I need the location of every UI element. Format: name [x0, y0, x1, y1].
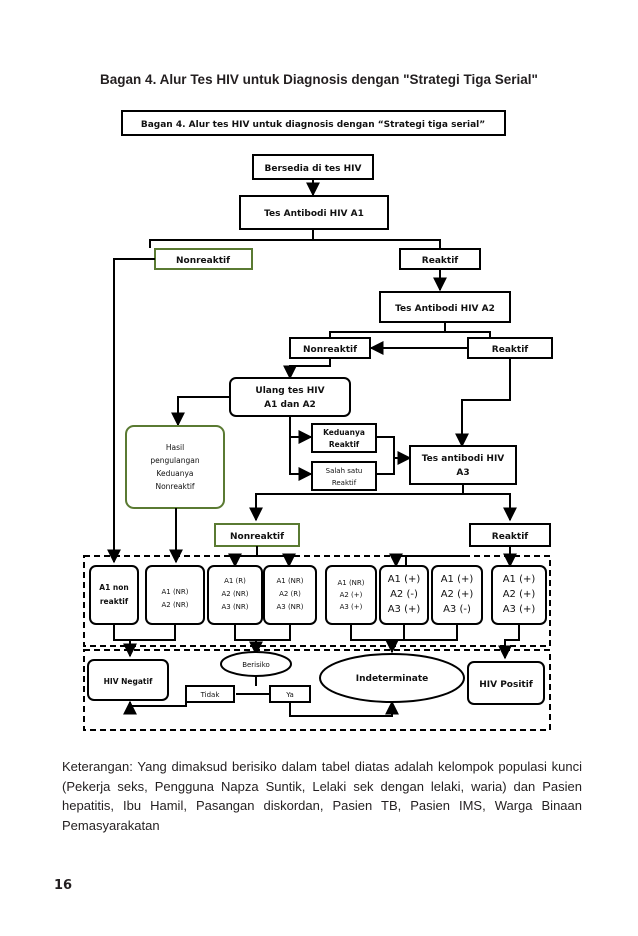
chart-banner: Bagan 4. Alur tes HIV untuk diagnosis de…: [121, 110, 506, 136]
node-a2: Tes Antibodi HIV A2: [379, 291, 511, 323]
result-box: A1 (NR) A2 (NR): [145, 565, 205, 625]
node-hasil-pengulangan: Hasil pengulangan Keduanya Nonreaktif: [125, 425, 225, 509]
result-box: A1 (NR) A2 (R) A3 (NR): [263, 565, 317, 625]
svg-text:A1 (R): A1 (R): [224, 577, 246, 585]
outcome-hiv-negatif: HIV Negatif: [87, 659, 169, 701]
node-reaktif-3: Reaktif: [469, 523, 551, 547]
svg-text:reaktif: reaktif: [100, 597, 129, 606]
svg-text:Keduanya: Keduanya: [156, 469, 193, 478]
svg-text:Nonreaktif: Nonreaktif: [230, 532, 284, 542]
svg-text:A3: A3: [456, 468, 469, 478]
page-title: Bagan 4. Alur Tes HIV untuk Diagnosis de…: [100, 72, 538, 87]
svg-text:Tes Antibodi HIV A1: Tes Antibodi HIV A1: [264, 209, 364, 219]
svg-text:Indeterminate: Indeterminate: [356, 674, 429, 684]
outcomes-dashed-frame: [83, 649, 551, 731]
outcome-berisiko: Berisiko: [220, 651, 292, 677]
svg-text:Reaktif: Reaktif: [422, 256, 458, 266]
svg-text:A2 (+): A2 (+): [441, 589, 474, 600]
node-nonreaktif-2: Nonreaktif: [289, 337, 371, 359]
svg-text:HIV Negatif: HIV Negatif: [104, 677, 153, 686]
svg-text:A1 dan A2: A1 dan A2: [264, 400, 316, 410]
page-number: 16: [54, 878, 73, 893]
node-reaktif-2: Reaktif: [467, 337, 553, 359]
svg-text:Tes antibodi HIV: Tes antibodi HIV: [422, 454, 505, 464]
svg-text:A1 non: A1 non: [99, 583, 128, 592]
svg-text:A2 (+): A2 (+): [340, 591, 363, 599]
outcome-indeterminate: Indeterminate: [319, 653, 465, 703]
result-box: A1 (NR) A2 (+) A3 (+): [325, 565, 377, 625]
result-box: A1 (+) A2 (-) A3 (+): [379, 565, 429, 625]
results-dashed-frame: [83, 555, 551, 647]
outcome-tidak: Tidak: [185, 685, 235, 703]
svg-text:A1 (NR): A1 (NR): [161, 588, 188, 596]
svg-text:A1 (NR): A1 (NR): [276, 577, 303, 585]
svg-text:Salah satu: Salah satu: [326, 467, 363, 475]
node-a1: Tes Antibodi HIV A1: [239, 195, 389, 230]
svg-text:Tes Antibodi HIV A2: Tes Antibodi HIV A2: [395, 304, 495, 314]
svg-text:A1 (+): A1 (+): [503, 574, 536, 585]
svg-text:Ulang tes HIV: Ulang tes HIV: [255, 386, 324, 396]
result-box: A1 (+) A2 (+) A3 (-): [431, 565, 483, 625]
node-reaktif-1: Reaktif: [399, 248, 481, 270]
node-salah-satu-reaktif: Salah satu Reaktif: [311, 461, 377, 491]
node-ulang-tes: Ulang tes HIV A1 dan A2: [229, 377, 351, 417]
svg-text:HIV Positif: HIV Positif: [479, 680, 533, 690]
node-nonreaktif-1: Nonreaktif: [154, 248, 253, 270]
svg-text:Reaktif: Reaktif: [329, 440, 360, 449]
outcome-hiv-positif: HIV Positif: [467, 661, 545, 705]
svg-text:Reaktif: Reaktif: [492, 532, 528, 542]
node-keduanya-reaktif: Keduanya Reaktif: [311, 423, 377, 453]
result-box: A1 (R) A2 (NR) A3 (NR): [207, 565, 263, 625]
node-start: Bersedia di tes HIV: [252, 154, 374, 180]
node-nonreaktif-3: Nonreaktif: [214, 523, 300, 547]
svg-text:A1 (+): A1 (+): [388, 574, 421, 585]
svg-text:A1 (+): A1 (+): [441, 574, 474, 585]
svg-text:Reaktif: Reaktif: [492, 345, 528, 355]
svg-text:Reaktif: Reaktif: [332, 479, 357, 487]
svg-text:Nonreaktif: Nonreaktif: [155, 482, 194, 491]
svg-text:Nonreaktif: Nonreaktif: [303, 345, 357, 355]
svg-text:Keduanya: Keduanya: [323, 428, 365, 437]
node-a3: Tes antibodi HIV A3: [409, 445, 517, 485]
svg-text:Tidak: Tidak: [200, 691, 221, 699]
svg-text:Nonreaktif: Nonreaktif: [176, 256, 230, 266]
svg-text:A2 (-): A2 (-): [390, 589, 418, 600]
svg-text:Berisiko: Berisiko: [242, 661, 270, 669]
svg-text:A3 (-): A3 (-): [443, 604, 471, 615]
svg-text:Bagan 4. Alur tes HIV untuk d: Bagan 4. Alur tes HIV untuk diagnosis de…: [141, 120, 485, 130]
note-paragraph: Keterangan: Yang dimaksud berisiko dalam…: [62, 759, 582, 833]
svg-text:A3 (+): A3 (+): [503, 604, 536, 615]
svg-text:A3 (NR): A3 (NR): [276, 603, 303, 611]
svg-text:A3 (NR): A3 (NR): [221, 603, 248, 611]
svg-text:Hasil: Hasil: [166, 443, 184, 452]
svg-text:Ya: Ya: [285, 691, 294, 699]
svg-text:A2 (NR): A2 (NR): [161, 601, 188, 609]
outcome-ya: Ya: [269, 685, 311, 703]
svg-text:A3 (+): A3 (+): [388, 604, 421, 615]
svg-text:A2 (NR): A2 (NR): [221, 590, 248, 598]
svg-text:A3 (+): A3 (+): [340, 603, 363, 611]
svg-text:A1 (NR): A1 (NR): [337, 579, 364, 587]
svg-text:Bersedia di tes HIV: Bersedia di tes HIV: [264, 164, 361, 174]
result-box: A1 non reaktif: [89, 565, 139, 625]
svg-text:A2 (R): A2 (R): [279, 590, 301, 598]
result-box: A1 (+) A2 (+) A3 (+): [491, 565, 547, 625]
svg-text:A2 (+): A2 (+): [503, 589, 536, 600]
svg-text:pengulangan: pengulangan: [150, 456, 199, 465]
